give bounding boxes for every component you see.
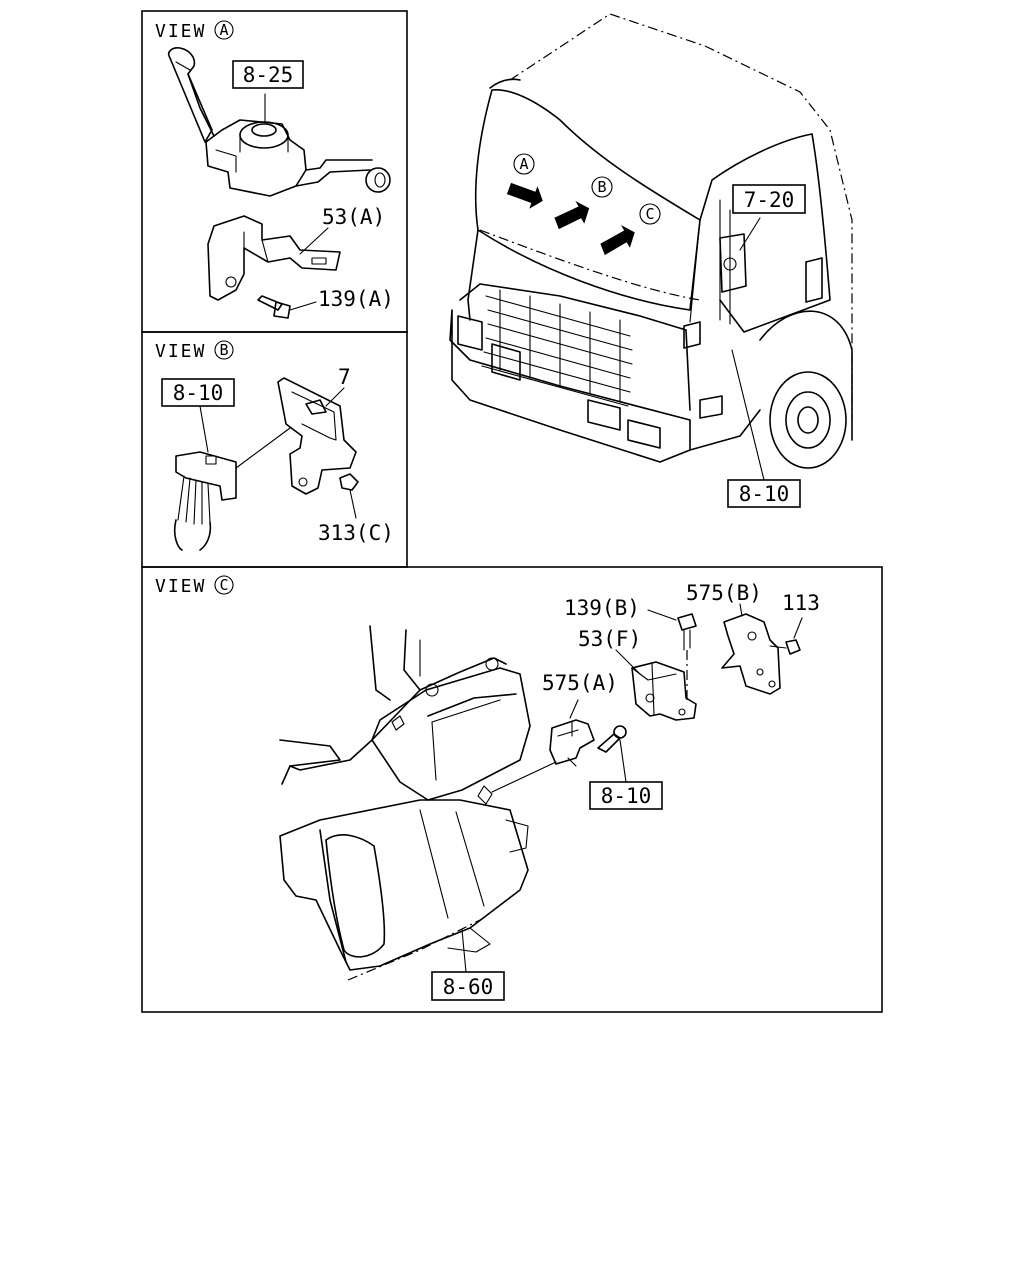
bolt-313c-drawing (339, 473, 359, 519)
ref-8-25: 8-25 (232, 60, 304, 89)
arrow-b-letter: B (597, 178, 606, 196)
arrow-c-letter: C (645, 205, 654, 223)
ref-8-60-label: 8-60 (443, 975, 494, 999)
connector-drawing (173, 405, 291, 551)
view-a-panel (141, 10, 408, 333)
ref-8-10-cab: 8-10 (727, 479, 801, 508)
ref-8-25-label: 8-25 (243, 63, 294, 87)
view-b-title: VIEW B (155, 340, 234, 362)
ref-8-10-view-b-label: 8-10 (173, 381, 224, 405)
ref-8-10-view-c: 8-10 (589, 781, 663, 810)
view-a-label: VIEW (155, 21, 206, 42)
bracket-7-drawing (277, 377, 357, 495)
combination-switch-drawing (167, 47, 391, 197)
ref-8-60: 8-60 (431, 971, 505, 1001)
part-575a: 575(A) (542, 671, 618, 695)
ref-8-10-view-b: 8-10 (161, 378, 235, 407)
control-unit-drawing (279, 625, 557, 981)
bracket-575b-drawing (721, 603, 781, 695)
view-a-title: VIEW A (155, 20, 234, 42)
part-53f: 53(F) (578, 627, 641, 651)
part-139b: 139(B) (564, 596, 640, 620)
part-113: 113 (782, 591, 820, 615)
arrow-a-letter: A (519, 155, 528, 173)
ref-7-20: 7-20 (732, 184, 806, 214)
clip-575a-drawing (549, 699, 595, 767)
screw-drawing (597, 725, 627, 783)
part-7: 7 (338, 365, 351, 389)
view-b-label: VIEW (155, 341, 206, 362)
view-a-letter: A (219, 21, 228, 39)
view-c-label: VIEW (155, 576, 206, 597)
ref-7-20-label: 7-20 (744, 188, 795, 212)
part-575b: 575(B) (686, 581, 762, 605)
view-b-letter: B (219, 341, 228, 359)
bracket-53f-drawing (615, 649, 697, 721)
part-313c: 313(C) (318, 521, 394, 545)
bracket-53a-drawing (207, 215, 341, 301)
ref-8-10-cab-label: 8-10 (739, 482, 790, 506)
bolt-139b-drawing (647, 609, 697, 700)
part-139a: 139(A) (318, 287, 394, 311)
ref-8-10-view-c-label: 8-10 (601, 784, 652, 808)
bolt-113-drawing (769, 617, 803, 655)
view-c-panel (141, 566, 883, 1013)
truck-cab-drawing: A B C (449, 13, 853, 481)
part-53a: 53(A) (322, 205, 385, 229)
view-c-title: VIEW C (155, 575, 234, 597)
view-c-letter: C (219, 576, 228, 594)
bolt-139a-drawing (257, 295, 317, 319)
